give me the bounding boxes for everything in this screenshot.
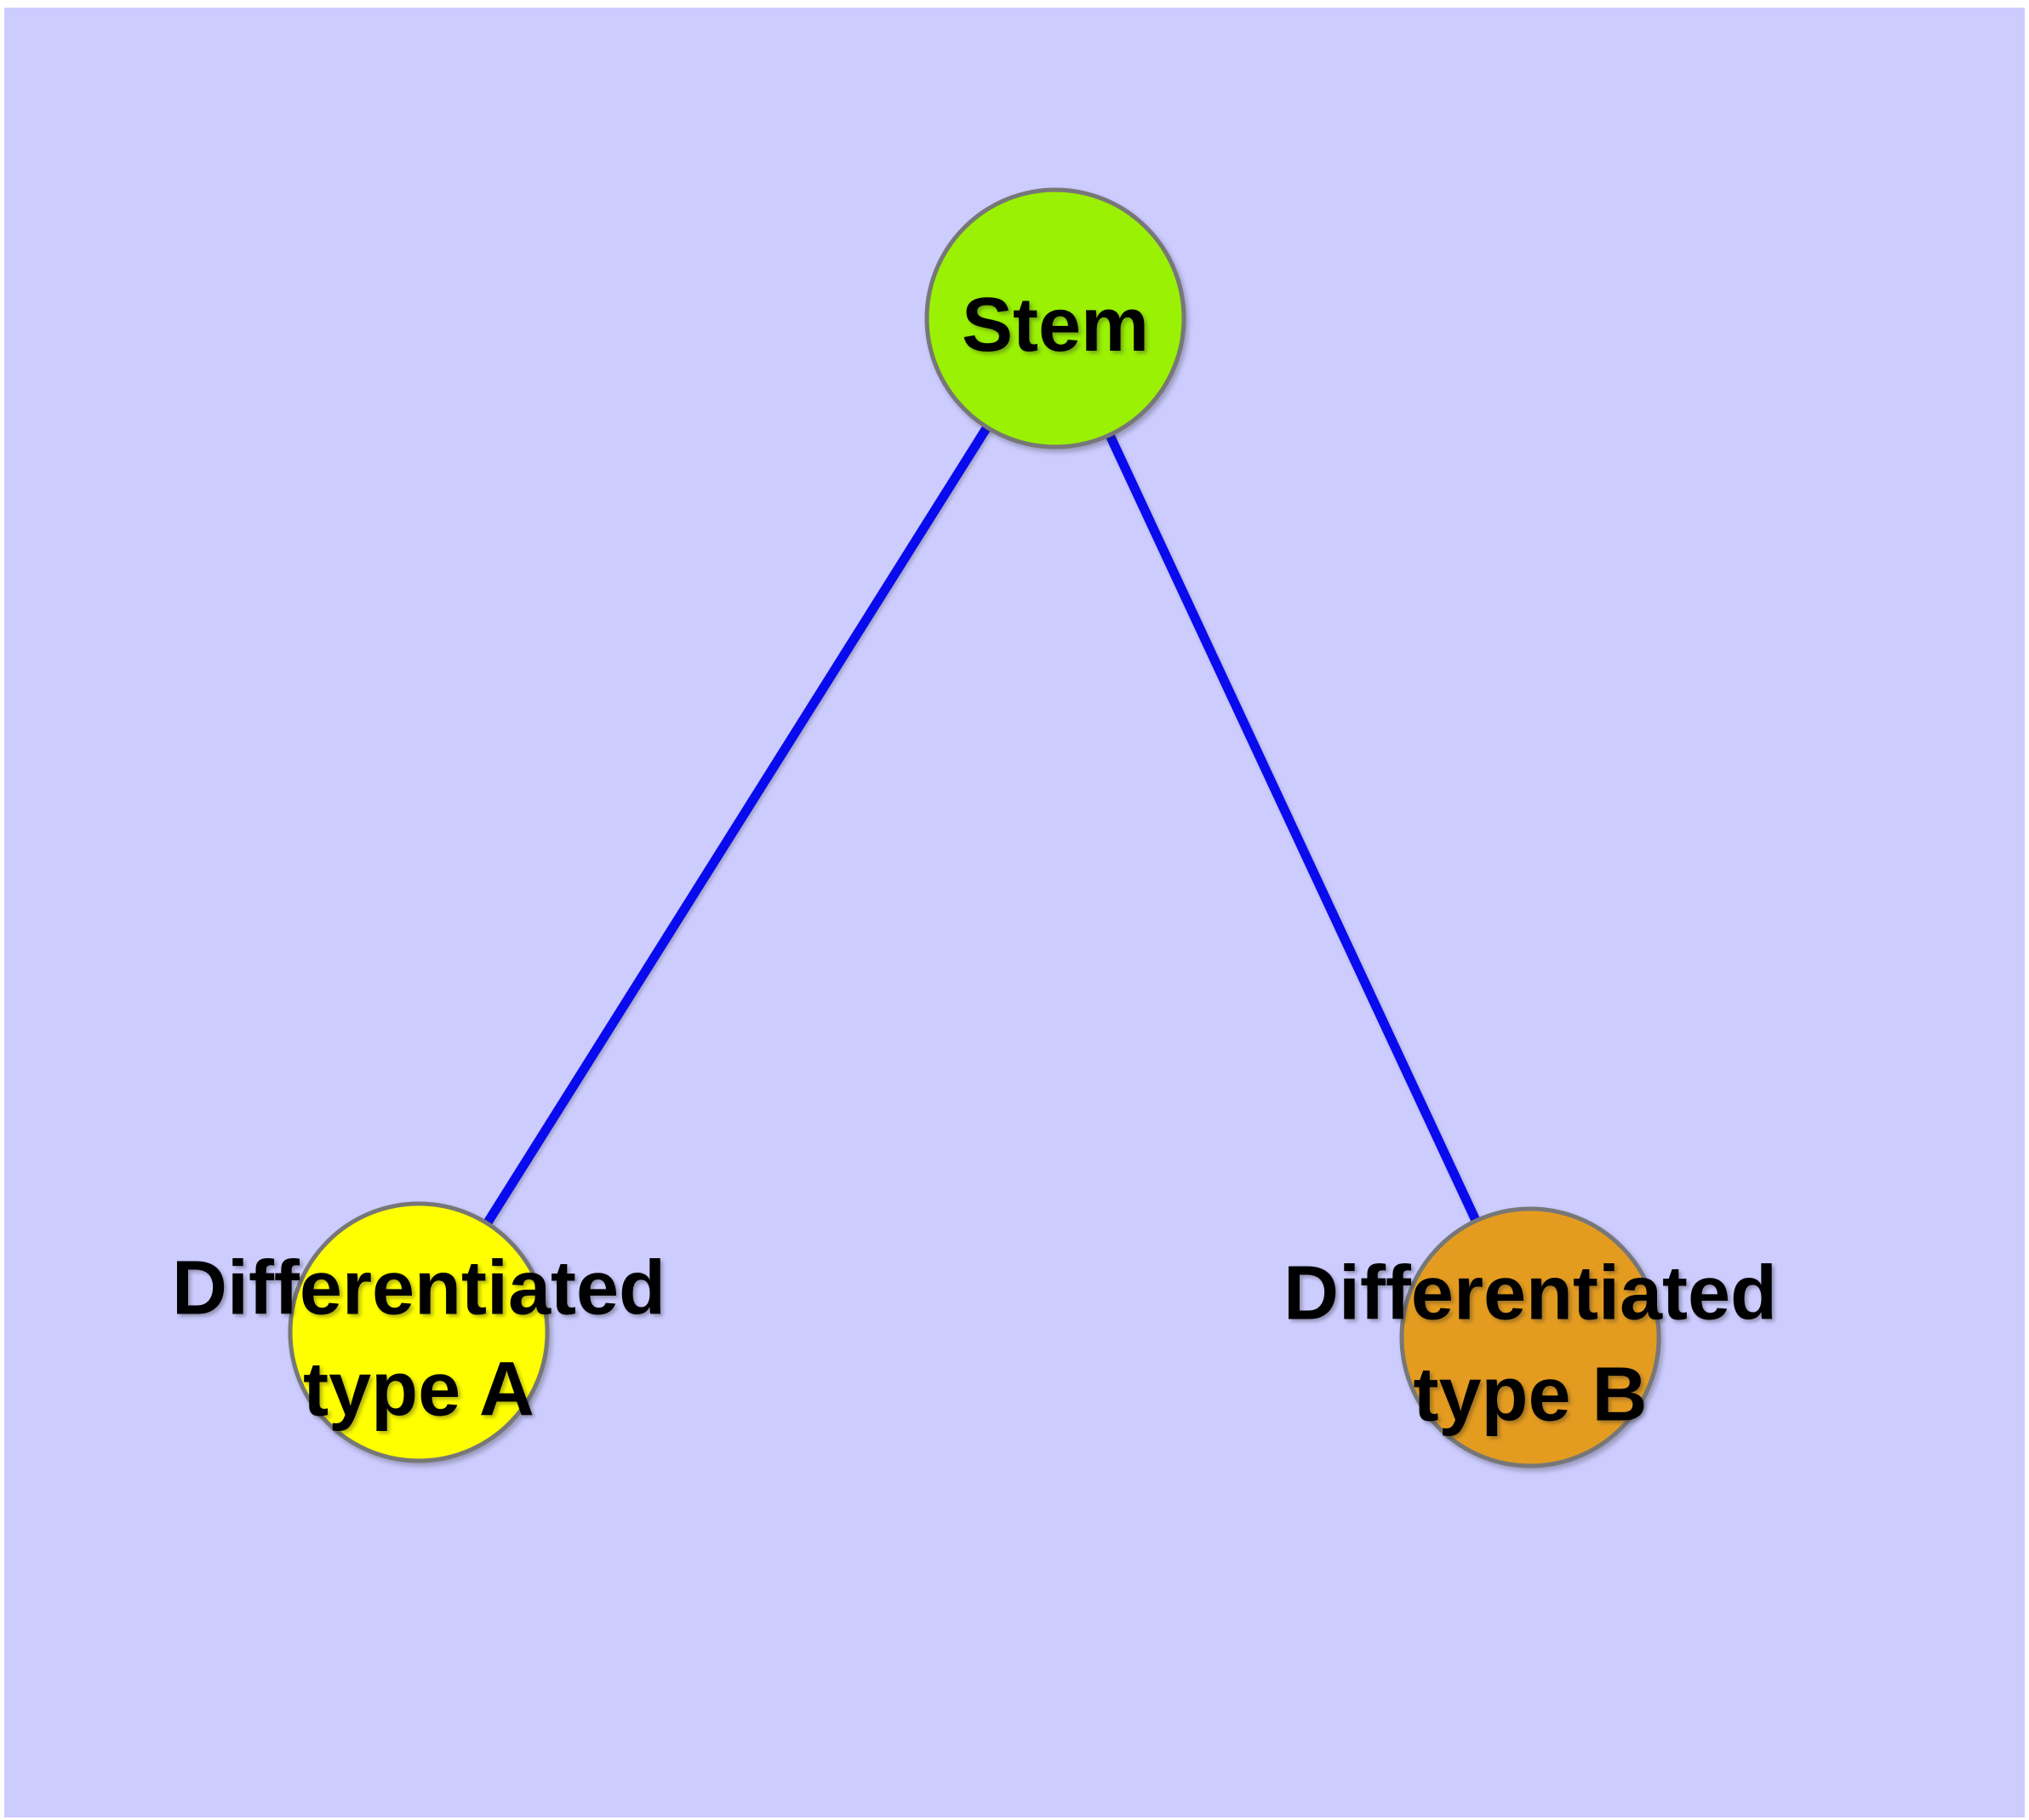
edge-stem-type-b <box>1051 316 1535 1340</box>
edge-stem-type-a <box>414 316 1060 1335</box>
node-type-b <box>1399 1206 1661 1468</box>
node-stem <box>924 187 1186 449</box>
node-type-a <box>288 1201 550 1463</box>
node-label-type-a-line2: type A <box>303 1348 534 1433</box>
node-label-type-b-line1: Differentiated <box>1283 1251 1777 1336</box>
node-label-type-a-line1: Differentiated <box>172 1246 666 1331</box>
node-label-type-b-line2: type B <box>1413 1353 1647 1438</box>
node-label-stem-line1: Stem <box>962 283 1149 368</box>
